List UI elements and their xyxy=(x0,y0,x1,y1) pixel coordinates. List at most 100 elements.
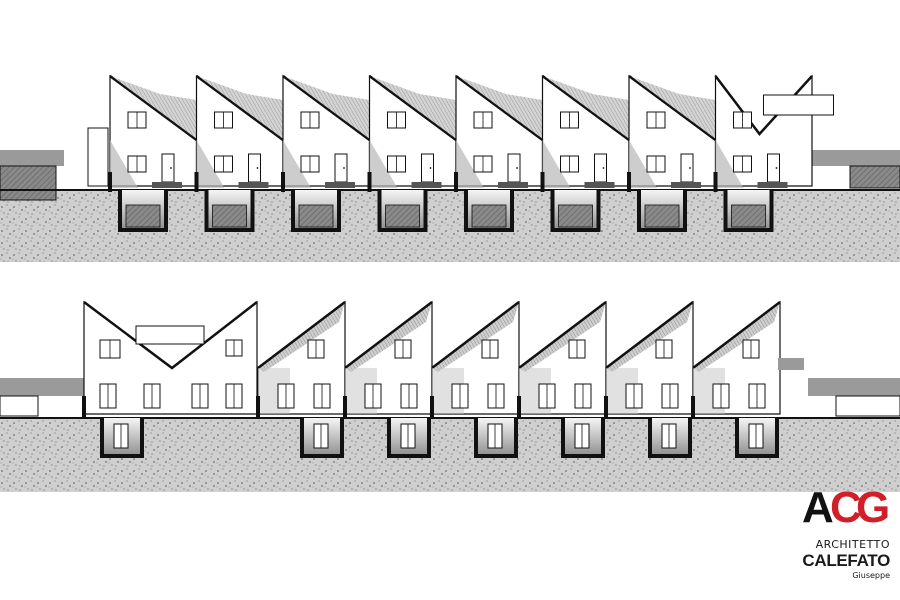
logo-subtitle: ARCHITETTO xyxy=(815,538,890,551)
retaining-wall xyxy=(204,190,255,232)
door-handle xyxy=(170,167,172,169)
retaining-wall xyxy=(100,418,144,458)
roof-parapet xyxy=(763,94,834,116)
roof-slope xyxy=(431,301,520,369)
facade-shadow xyxy=(629,140,657,188)
entry-steps xyxy=(238,182,269,188)
entry-steps xyxy=(671,182,701,188)
logo-letter: C xyxy=(830,483,862,532)
entry-steps xyxy=(757,182,788,188)
architect-logo: A C G ARCHITETTO CALEFATO Giuseppe xyxy=(790,486,900,600)
front-door xyxy=(421,153,434,183)
side-wall-left xyxy=(0,378,84,396)
party-wall xyxy=(367,172,372,192)
facade-shadow xyxy=(283,140,311,188)
front-door xyxy=(248,153,261,183)
door-handle xyxy=(429,167,432,169)
retaining-wall xyxy=(118,190,168,232)
facade-shadow xyxy=(196,140,225,188)
lower-elevation xyxy=(0,300,900,492)
door-handle xyxy=(516,167,518,169)
door-handle xyxy=(689,167,691,169)
terrace-left xyxy=(0,165,57,201)
retaining-wall xyxy=(550,190,601,232)
side-wall-right xyxy=(808,378,900,396)
entry-steps xyxy=(152,182,182,188)
house-unit xyxy=(627,74,717,232)
roof-chimney xyxy=(778,358,804,370)
door-handle xyxy=(602,167,605,169)
party-wall xyxy=(713,172,718,192)
retaining-wall xyxy=(723,190,774,232)
party-wall xyxy=(604,396,608,418)
front-door xyxy=(767,153,780,183)
retaining-wall xyxy=(735,418,779,458)
door-handle xyxy=(256,167,259,169)
front-door xyxy=(507,153,521,183)
party-wall xyxy=(108,172,112,192)
entry-steps xyxy=(498,182,528,188)
house-unit xyxy=(604,300,694,458)
house-unit xyxy=(691,300,781,458)
entry-steps xyxy=(325,182,355,188)
roof-edge xyxy=(109,75,198,141)
facade-shadow xyxy=(715,140,744,188)
house-unit xyxy=(194,74,284,232)
front-door xyxy=(334,153,348,183)
roof-valley xyxy=(83,301,258,370)
entry-steps xyxy=(411,182,442,188)
basement-window xyxy=(212,204,247,228)
retaining-wall xyxy=(464,190,514,232)
roof-slope xyxy=(344,301,433,369)
front-door xyxy=(594,153,607,183)
house-unit xyxy=(281,74,371,232)
logo-letter: G xyxy=(856,483,890,532)
logo-firstname: Giuseppe xyxy=(852,571,890,580)
roof-slope xyxy=(605,301,694,369)
basement-window xyxy=(731,204,766,228)
retaining-wall xyxy=(291,190,341,232)
party-wall xyxy=(691,396,695,418)
roof-slope xyxy=(692,301,781,369)
roof-edge xyxy=(368,75,457,141)
logo-name: CALEFATO xyxy=(802,551,890,570)
party-wall xyxy=(627,172,631,192)
side-wall-left xyxy=(0,150,64,166)
retaining-wall xyxy=(648,418,692,458)
party-wall xyxy=(540,172,545,192)
retaining-wall xyxy=(474,418,518,458)
house-unit xyxy=(343,300,433,458)
retaining-wall xyxy=(377,190,428,232)
party-wall xyxy=(281,172,285,192)
door-handle xyxy=(775,167,778,169)
terrace-right xyxy=(849,165,900,189)
terrace-left xyxy=(0,395,39,417)
party-wall xyxy=(517,396,521,418)
basement-window xyxy=(644,204,680,228)
basement-window xyxy=(558,204,593,228)
house-unit xyxy=(367,74,457,232)
basement-window xyxy=(298,204,334,228)
upper-elevation xyxy=(0,74,900,262)
facade-shadow xyxy=(110,140,138,188)
house-unit xyxy=(454,74,544,232)
facade-shadow xyxy=(369,140,398,188)
retaining-wall xyxy=(561,418,605,458)
retaining-wall xyxy=(300,418,344,458)
house-unit xyxy=(713,74,834,232)
entry-steps xyxy=(584,182,615,188)
house-unit xyxy=(517,300,607,458)
door-handle xyxy=(343,167,345,169)
roof-edge xyxy=(282,75,371,141)
party-wall xyxy=(194,172,199,192)
party-wall xyxy=(454,172,458,192)
party-wall xyxy=(256,396,260,418)
logo-letter: A xyxy=(802,483,834,532)
party-wall xyxy=(82,396,86,418)
roof-slope xyxy=(518,301,607,369)
house-unit xyxy=(82,300,258,458)
roof-slope xyxy=(257,301,346,369)
terrace-right xyxy=(835,395,900,417)
retaining-wall xyxy=(387,418,431,458)
